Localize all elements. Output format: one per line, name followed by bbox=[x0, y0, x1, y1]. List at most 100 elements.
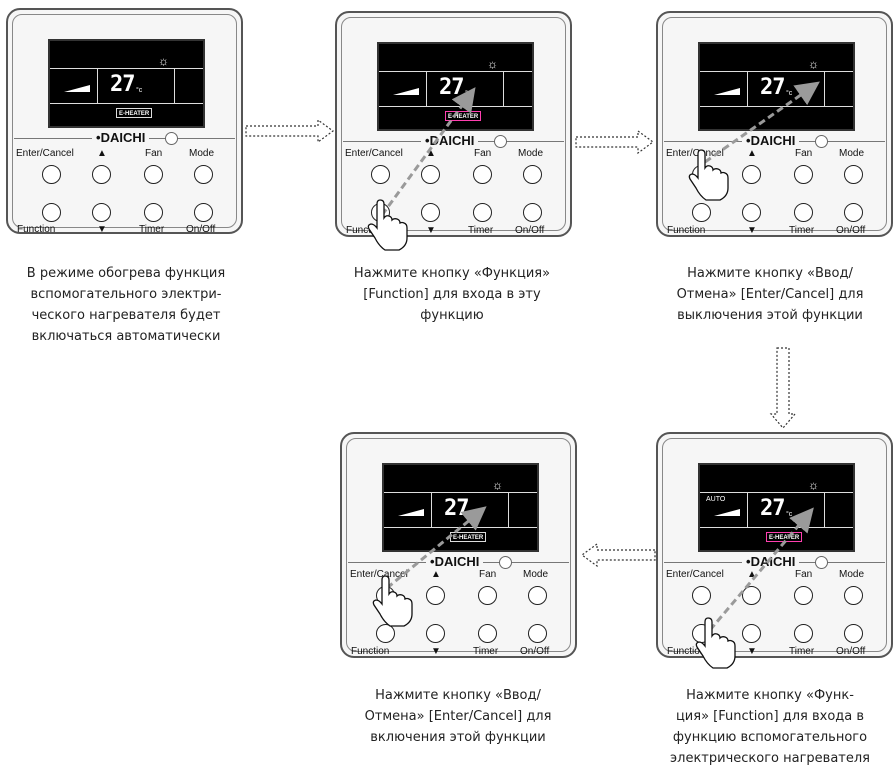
label-up: ▲ bbox=[747, 569, 757, 580]
up-button[interactable] bbox=[92, 165, 111, 184]
temperature-readout: 27 bbox=[439, 75, 464, 100]
step-caption-4: Нажмите кнопку «Ввод/Отмена» [Enter/Canc… bbox=[364, 688, 552, 745]
enter-cancel-button[interactable] bbox=[371, 165, 390, 184]
label-fan: Fan bbox=[145, 148, 163, 159]
down-button[interactable] bbox=[421, 203, 440, 222]
function-button[interactable] bbox=[42, 203, 61, 222]
timer-button[interactable] bbox=[794, 203, 813, 222]
label-function: Function bbox=[17, 224, 56, 235]
fan-button[interactable] bbox=[794, 586, 813, 605]
brand-logo: •DAICHI bbox=[92, 130, 150, 146]
enter-cancel-button[interactable] bbox=[42, 165, 61, 184]
temperature-readout: 27 bbox=[110, 72, 135, 97]
label-on-off: On/Off bbox=[186, 224, 216, 235]
label-up: ▲ bbox=[431, 569, 441, 580]
temperature-unit: °c bbox=[470, 511, 477, 518]
lcd-display: ☼ 27 °c E-HEATER bbox=[48, 39, 205, 128]
lcd-display: ☼ 27 °c E-HEATER bbox=[382, 463, 539, 552]
label-mode: Mode bbox=[523, 569, 549, 580]
fan-button[interactable] bbox=[478, 586, 497, 605]
label-timer: Timer bbox=[473, 646, 499, 657]
sun-icon: ☼ bbox=[158, 54, 169, 68]
label-enter-cancel: Enter/Cancel bbox=[666, 569, 724, 580]
on-off-button[interactable] bbox=[844, 624, 863, 643]
lcd-display: ☼ 27 °c bbox=[698, 42, 855, 131]
status-led bbox=[815, 556, 828, 569]
fan-speed-icon bbox=[714, 88, 740, 95]
label-fan: Fan bbox=[795, 569, 813, 580]
down-button[interactable] bbox=[742, 624, 761, 643]
fan-speed-icon bbox=[714, 509, 740, 516]
sun-icon: ☼ bbox=[808, 57, 819, 71]
on-off-button[interactable] bbox=[194, 203, 213, 222]
enter-cancel-button[interactable] bbox=[692, 586, 711, 605]
temperature-unit: °c bbox=[136, 87, 143, 94]
timer-button[interactable] bbox=[473, 203, 492, 222]
on-off-button[interactable] bbox=[528, 624, 547, 643]
down-button[interactable] bbox=[426, 624, 445, 643]
label-function: Function bbox=[667, 646, 706, 657]
function-button[interactable] bbox=[692, 624, 711, 643]
timer-button[interactable] bbox=[478, 624, 497, 643]
brand-logo: •DAICHI bbox=[426, 554, 484, 570]
down-button[interactable] bbox=[92, 203, 111, 222]
timer-button[interactable] bbox=[794, 624, 813, 643]
status-led bbox=[494, 135, 507, 148]
label-mode: Mode bbox=[839, 569, 865, 580]
label-down: ▼ bbox=[426, 225, 436, 236]
label-timer: Timer bbox=[789, 225, 815, 236]
label-mode: Mode bbox=[189, 148, 215, 159]
fan-button[interactable] bbox=[144, 165, 163, 184]
brand-logo: •DAICHI bbox=[742, 554, 800, 570]
mode-button[interactable] bbox=[844, 165, 863, 184]
label-on-off: On/Off bbox=[515, 225, 545, 236]
label-fan: Fan bbox=[479, 569, 497, 580]
enter-cancel-button[interactable] bbox=[376, 586, 395, 605]
fan-button[interactable] bbox=[473, 165, 492, 184]
temperature-readout: 27 bbox=[444, 496, 469, 521]
label-mode: Mode bbox=[518, 148, 544, 159]
arrow-right-2 bbox=[575, 129, 655, 155]
up-button[interactable] bbox=[426, 586, 445, 605]
on-off-button[interactable] bbox=[844, 203, 863, 222]
function-button[interactable] bbox=[692, 203, 711, 222]
label-on-off: On/Off bbox=[520, 646, 550, 657]
remote-panel-5: ☼ AUTO 27 °c E-HEATER •DAICHI Enter/Canc… bbox=[656, 432, 893, 658]
enter-cancel-button[interactable] bbox=[692, 165, 711, 184]
step-caption-5: Нажмите кнопку «Функ-ция» [Function] для… bbox=[670, 688, 870, 766]
label-timer: Timer bbox=[468, 225, 494, 236]
status-led bbox=[499, 556, 512, 569]
remote-panel-4: ☼ 27 °c E-HEATER •DAICHI Enter/Cancel ▲ … bbox=[340, 432, 577, 658]
on-off-button[interactable] bbox=[523, 203, 542, 222]
status-led bbox=[165, 132, 178, 145]
e-heater-indicator-highlighted: E-HEATER bbox=[445, 111, 482, 121]
label-fan: Fan bbox=[474, 148, 492, 159]
label-enter-cancel: Enter/Cancel bbox=[345, 148, 403, 159]
up-button[interactable] bbox=[742, 165, 761, 184]
timer-button[interactable] bbox=[144, 203, 163, 222]
fan-speed-icon bbox=[64, 85, 90, 92]
label-up: ▲ bbox=[97, 148, 107, 159]
lcd-display: ☼ 27 °c E-HEATER bbox=[377, 42, 534, 131]
label-timer: Timer bbox=[139, 224, 165, 235]
up-button[interactable] bbox=[421, 165, 440, 184]
mode-button[interactable] bbox=[523, 165, 542, 184]
e-heater-indicator: E-HEATER bbox=[116, 108, 153, 118]
function-button[interactable] bbox=[371, 203, 390, 222]
remote-panel-1: ☼ 27 °c E-HEATER •DAICHI Enter/Cancel ▲ … bbox=[6, 8, 243, 235]
up-button[interactable] bbox=[742, 586, 761, 605]
mode-button[interactable] bbox=[528, 586, 547, 605]
auto-indicator: AUTO bbox=[706, 496, 726, 503]
function-button[interactable] bbox=[376, 624, 395, 643]
label-enter-cancel: Enter/Cancel bbox=[350, 569, 408, 580]
down-button[interactable] bbox=[742, 203, 761, 222]
mode-button[interactable] bbox=[844, 586, 863, 605]
fan-button[interactable] bbox=[794, 165, 813, 184]
remote-panel-3: ☼ 27 °c •DAICHI Enter/Cancel ▲ Fan Mode … bbox=[656, 11, 893, 237]
step-caption-3: Нажмите кнопку «Ввод/Отмена» [Enter/Canc… bbox=[676, 266, 864, 323]
brand-logo: •DAICHI bbox=[742, 133, 800, 149]
label-function: Function bbox=[667, 225, 706, 236]
label-function: Function bbox=[346, 225, 385, 236]
label-enter-cancel: Enter/Cancel bbox=[666, 148, 724, 159]
mode-button[interactable] bbox=[194, 165, 213, 184]
